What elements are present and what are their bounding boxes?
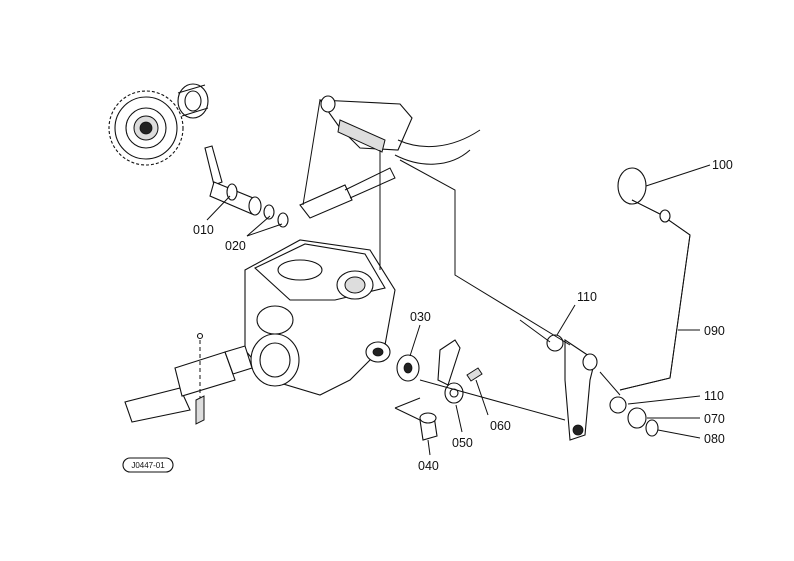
label-060: 060 — [490, 419, 511, 433]
label-020: 020 — [225, 239, 246, 253]
transmission-case — [244, 239, 396, 396]
label-040: 040 — [418, 459, 439, 473]
label-110-upper: 110 — [577, 290, 597, 304]
shift-lever — [546, 167, 691, 441]
label-050: 050 — [452, 436, 473, 450]
gear-assembly — [108, 83, 209, 166]
label-070: 070 — [704, 412, 725, 426]
label-100: 100 — [712, 158, 733, 172]
shaft-010 — [204, 145, 289, 228]
label-080: 080 — [704, 432, 725, 446]
reference-tag: J0447-01 — [122, 457, 174, 473]
leader-lines — [206, 164, 711, 456]
shift-fork-assembly — [299, 95, 481, 219]
small-parts — [394, 339, 483, 441]
label-010: 010 — [193, 223, 214, 237]
label-110-lower: 110 — [704, 389, 724, 403]
guide-lines — [379, 150, 621, 421]
label-030: 030 — [410, 310, 431, 324]
output-shaft — [124, 332, 253, 425]
label-090: 090 — [704, 324, 725, 338]
reference-code: J0447-01 — [131, 461, 165, 470]
